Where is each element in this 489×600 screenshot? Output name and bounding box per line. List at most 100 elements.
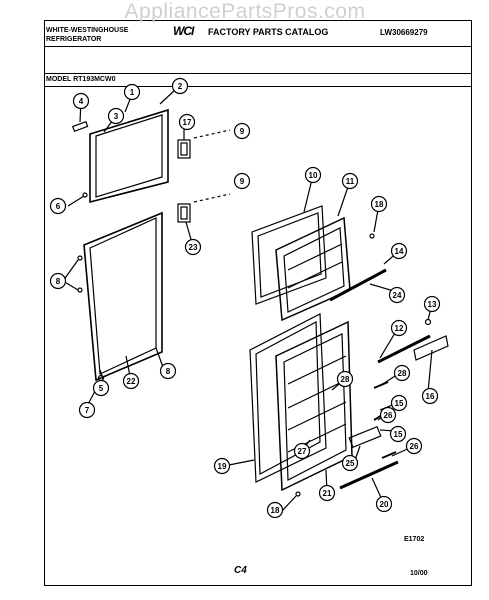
callout-13: 13 <box>423 295 441 313</box>
callout-label: 1 <box>130 88 135 97</box>
handle-bracket-lower <box>177 203 191 223</box>
callout-label: 18 <box>375 200 384 209</box>
callout-label: 9 <box>240 127 245 136</box>
revision-date: 10/00 <box>410 570 428 577</box>
dairy-door <box>413 335 449 361</box>
screw-18-upper <box>369 233 375 239</box>
callout-25: 25 <box>341 454 359 472</box>
model-rule-top <box>44 73 472 74</box>
callout-label: 6 <box>56 202 61 211</box>
callout-label: 17 <box>183 118 192 127</box>
callout-label: 19 <box>218 462 227 471</box>
screw-leader-upper <box>193 129 231 139</box>
callout-4: 4 <box>72 92 90 110</box>
callout-22: 22 <box>122 372 140 390</box>
callout-label: 27 <box>298 447 307 456</box>
fresh-food-door-liner <box>249 313 353 492</box>
callout-8: 8 <box>159 362 177 380</box>
callout-20: 20 <box>375 495 393 513</box>
callout-18: 18 <box>370 195 388 213</box>
freezer-door-gasket <box>89 108 169 204</box>
clip-26-lower <box>381 451 397 459</box>
callout-label: 22 <box>127 377 136 386</box>
callout-28: 28 <box>336 370 354 388</box>
callout-label: 23 <box>189 243 198 252</box>
callout-11: 11 <box>341 172 359 190</box>
callout-8: 8 <box>49 272 67 290</box>
brand-name: WHITE-WESTINGHOUSE <box>46 27 129 34</box>
cap-13 <box>424 318 432 326</box>
wci-logo: WCI <box>173 24 205 38</box>
callout-label: 15 <box>394 430 403 439</box>
callout-label: 25 <box>346 459 355 468</box>
door-shelf-rail <box>377 334 431 364</box>
callout-9: 9 <box>233 122 251 140</box>
handle-bracket-upper <box>177 139 191 159</box>
callout-3: 3 <box>107 107 125 125</box>
part-callouts: 1234567899101112131415151617181819202122… <box>49 77 441 519</box>
callout-27: 27 <box>293 442 311 460</box>
screw-6-upper <box>82 192 88 198</box>
callout-label: 20 <box>380 500 389 509</box>
callout-label: 26 <box>384 411 393 420</box>
callout-12: 12 <box>390 319 408 337</box>
callout-label: 13 <box>428 300 437 309</box>
callout-label: 2 <box>178 82 183 91</box>
callout-label: 8 <box>166 367 171 376</box>
callout-6: 6 <box>49 197 67 215</box>
callout-label: 18 <box>271 506 280 515</box>
bottom-rail <box>339 460 399 490</box>
callout-10: 10 <box>304 166 322 184</box>
catalog-number: LW30669279 <box>380 28 428 37</box>
callout-label: 12 <box>395 324 404 333</box>
callout-label: 8 <box>56 277 61 286</box>
callout-label: 16 <box>426 392 435 401</box>
callout-label: 10 <box>309 171 318 180</box>
callout-2: 2 <box>171 77 189 95</box>
diagram-frame <box>44 20 472 586</box>
screw-8-upper <box>77 255 83 261</box>
callout-23: 23 <box>184 238 202 256</box>
callout-1: 1 <box>123 83 141 101</box>
callout-label: 24 <box>393 291 402 300</box>
callout-label: 5 <box>99 384 104 393</box>
callout-5: 5 <box>92 379 110 397</box>
screw-8-lower <box>77 287 83 293</box>
model-rule-bottom <box>44 86 472 87</box>
callout-label: 3 <box>114 112 119 121</box>
door-stop-part <box>71 120 89 132</box>
bin-25 <box>348 425 382 449</box>
callout-19: 19 <box>213 457 231 475</box>
callout-label: 14 <box>395 247 404 256</box>
callout-18: 18 <box>266 501 284 519</box>
callout-label: 7 <box>85 406 90 415</box>
callout-label: 15 <box>395 399 404 408</box>
callout-24: 24 <box>388 286 406 304</box>
logo-text: WCI <box>173 24 194 38</box>
callout-label: 26 <box>410 442 419 451</box>
callout-16: 16 <box>421 387 439 405</box>
header-rule <box>44 46 472 47</box>
callout-28: 28 <box>393 364 411 382</box>
brand-header: WHITE-WESTINGHOUSE REFRIGERATOR <box>46 26 128 44</box>
watermark: AppliancePartsPros.com <box>124 0 366 23</box>
screw-18-lower <box>295 491 301 497</box>
callout-label: 9 <box>240 177 245 186</box>
callout-9: 9 <box>233 172 251 190</box>
catalog-title: FACTORY PARTS CATALOG <box>208 27 329 37</box>
callout-label: 4 <box>79 97 84 106</box>
callout-7: 7 <box>78 401 96 419</box>
screw-leader-lower <box>193 193 231 203</box>
page-label: C4 <box>234 565 247 576</box>
callout-label: 28 <box>341 375 350 384</box>
callout-17: 17 <box>178 113 196 131</box>
model-number: MODEL RT193MCW0 <box>46 76 116 83</box>
callout-21: 21 <box>318 484 336 502</box>
product-type: REFRIGERATOR <box>46 36 102 43</box>
callout-label: 11 <box>346 177 355 186</box>
callout-14: 14 <box>390 242 408 260</box>
callout-label: 21 <box>323 489 332 498</box>
callout-15: 15 <box>389 425 407 443</box>
freezer-door-liner <box>251 205 387 322</box>
